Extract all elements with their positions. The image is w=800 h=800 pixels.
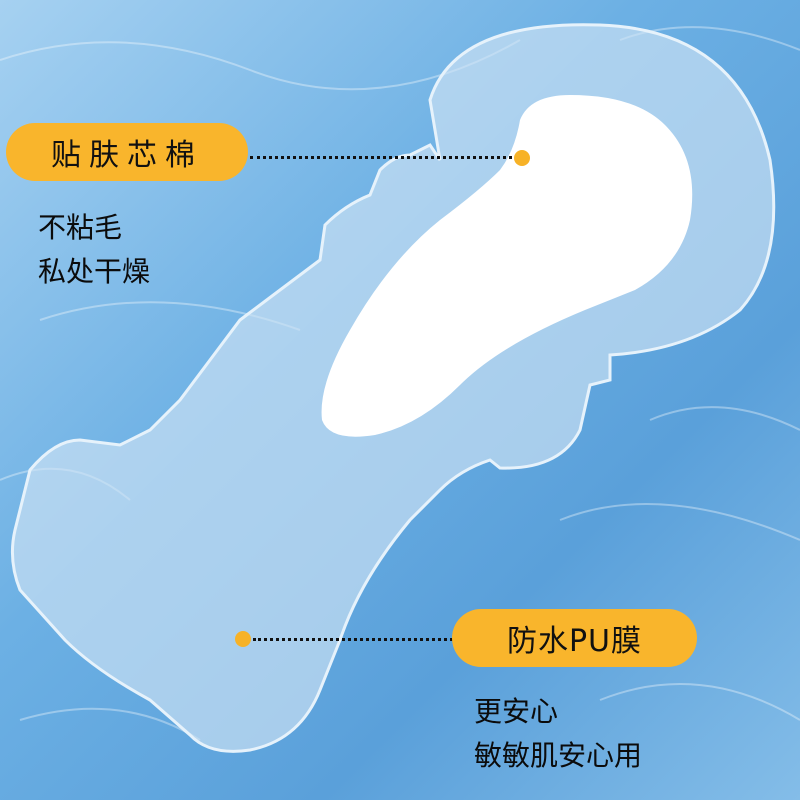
caption-bottom: 更安心 敏敏肌安心用 — [474, 690, 642, 778]
label-skin-cotton-core: 贴肤芯棉 — [6, 123, 248, 181]
caption-bottom-line-2: 敏敏肌安心用 — [474, 739, 643, 772]
callout-dot-bottom — [235, 631, 251, 647]
callout-dot-top — [514, 150, 530, 166]
absorbent-core — [321, 95, 693, 437]
leader-line-top — [250, 156, 512, 159]
label-waterproof-pu-film: 防水PU膜 — [452, 609, 697, 667]
water-ripples — [0, 26, 800, 741]
caption-top: 不粘毛 私处干燥 — [38, 206, 150, 294]
caption-bottom-line-1: 更安心 — [474, 695, 559, 728]
leader-line-bottom — [253, 638, 453, 641]
caption-top-line-1: 不粘毛 — [38, 211, 123, 244]
caption-top-line-2: 私处干燥 — [38, 255, 151, 288]
